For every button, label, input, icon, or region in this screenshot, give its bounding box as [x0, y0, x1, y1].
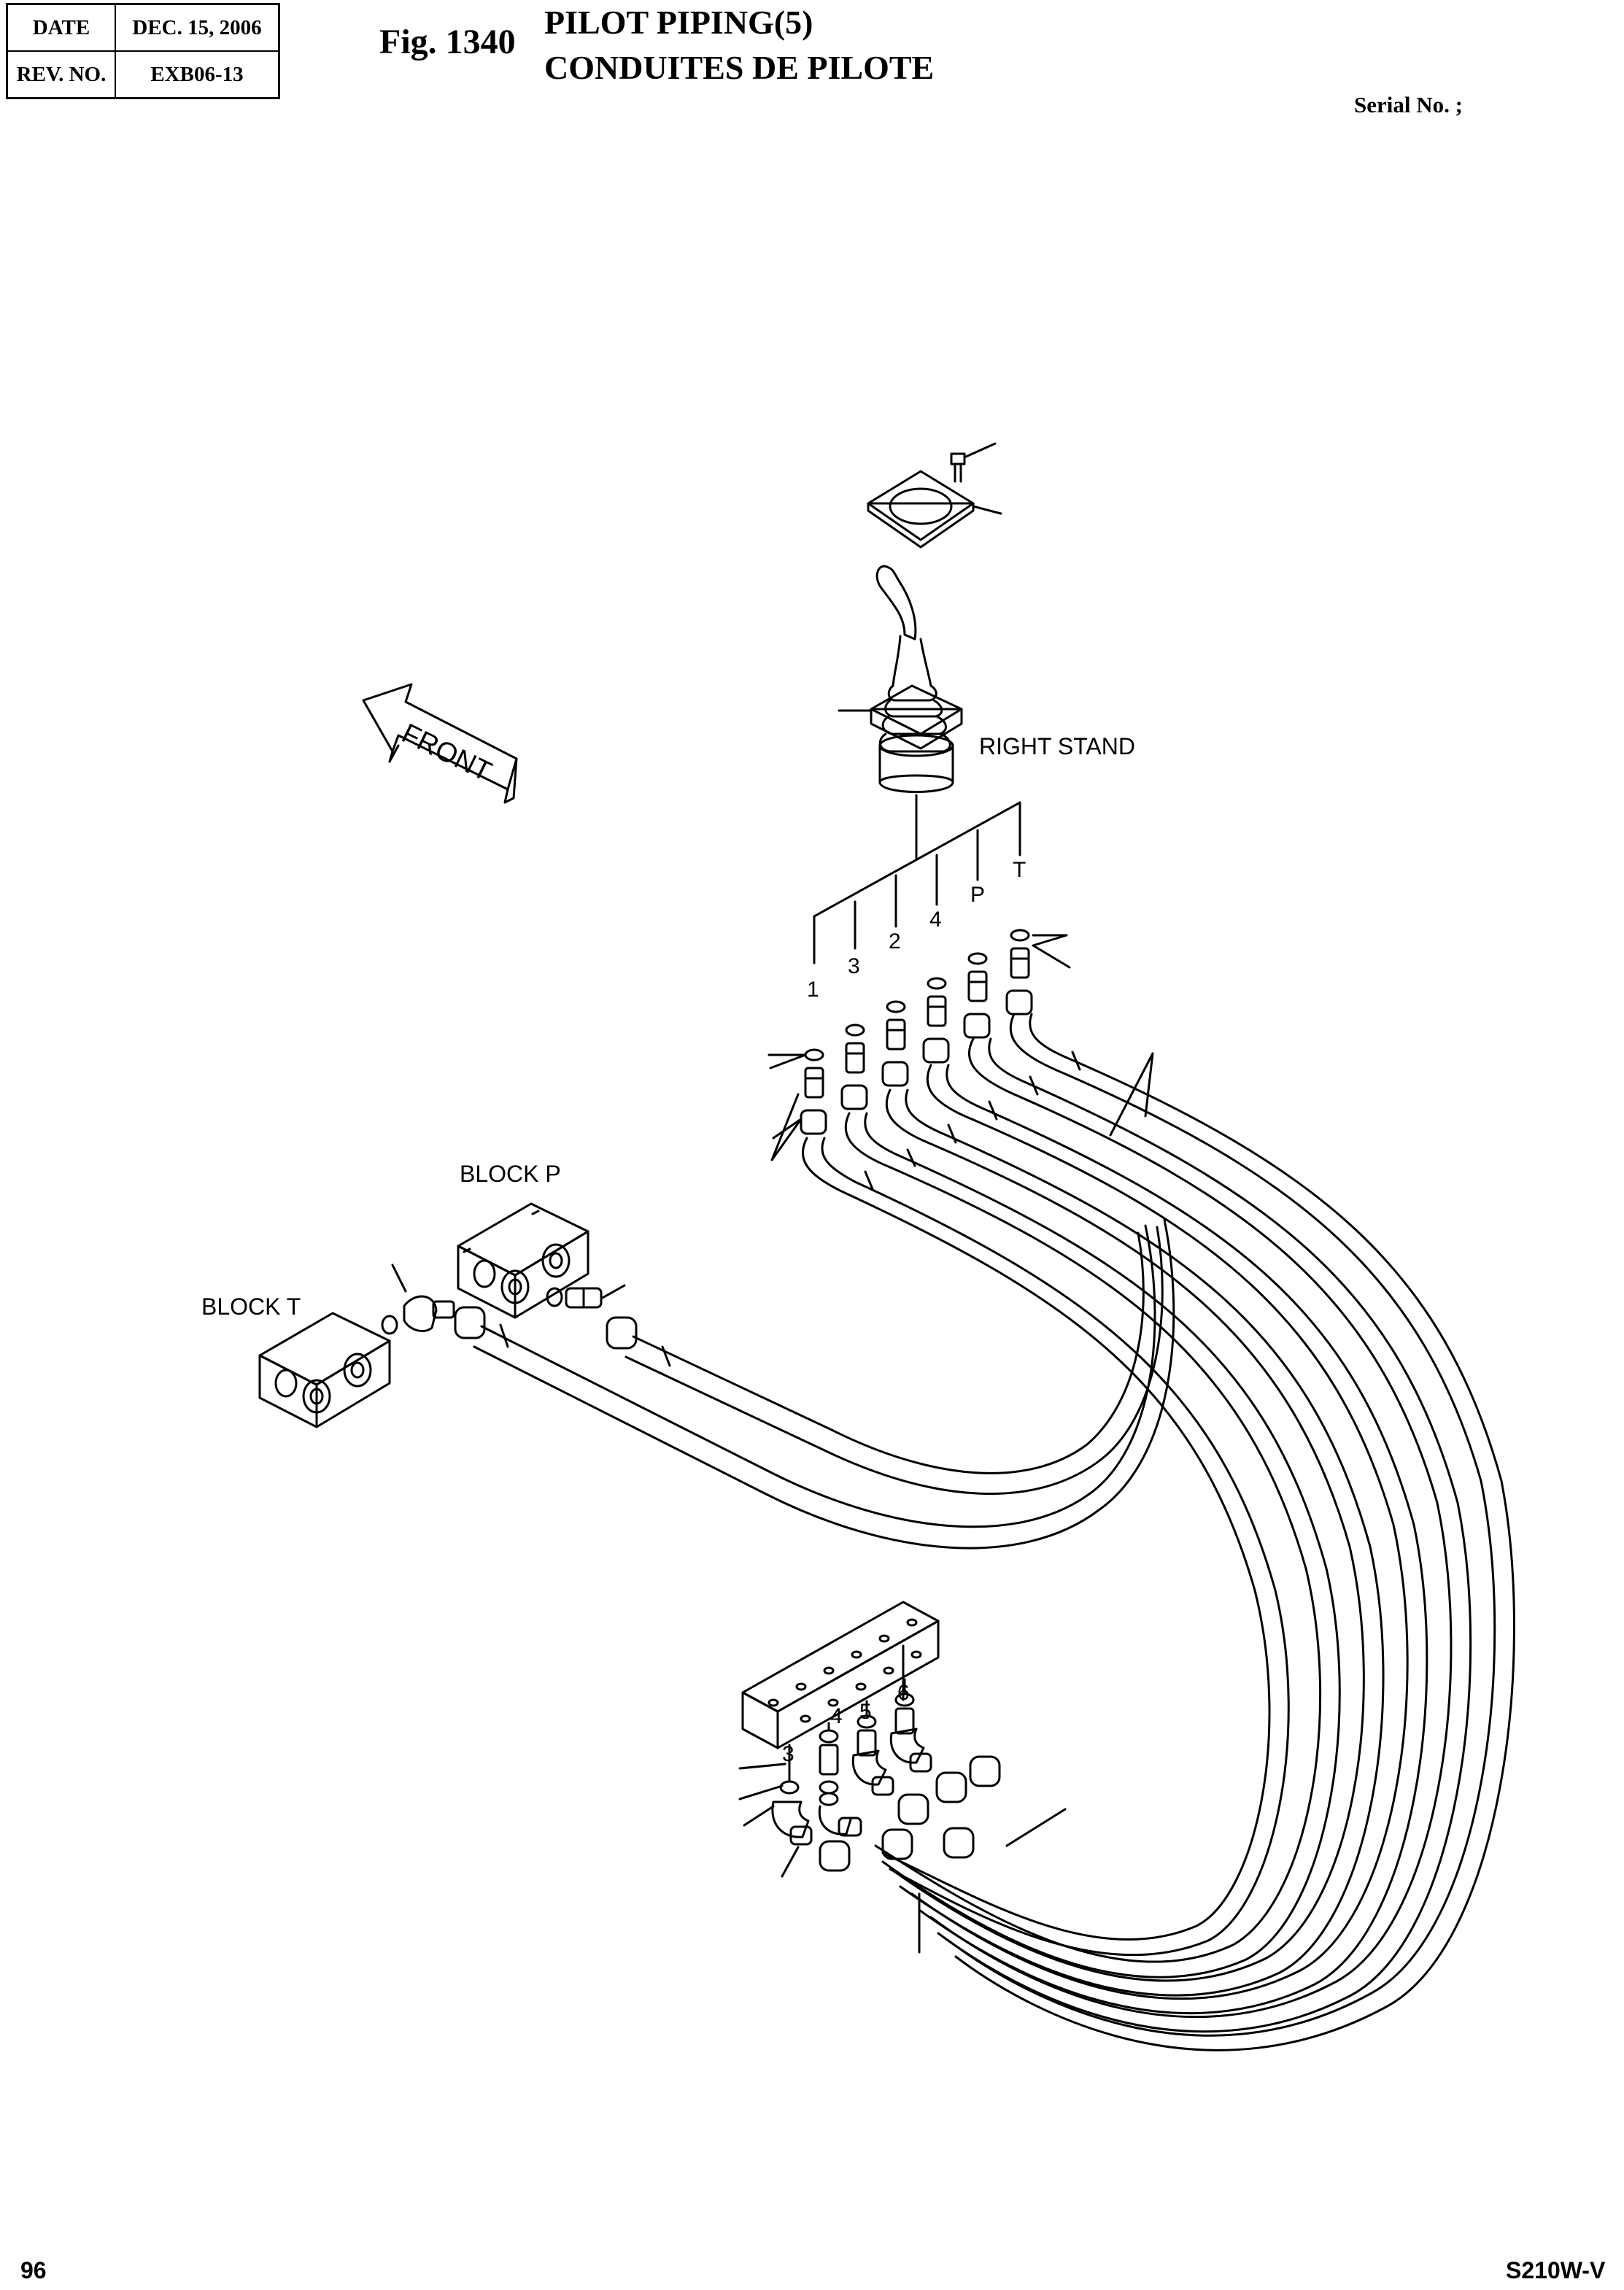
manifold-block: [741, 1601, 940, 1749]
port-leader-lines: [813, 794, 1021, 964]
rev-value: EXB06-13: [115, 50, 280, 99]
manifold-port-label-3: 3: [782, 1742, 794, 1766]
stand-port-label-3: 3: [848, 954, 860, 978]
date-value: DEC. 15, 2006: [115, 3, 280, 52]
front-arrow-label: FRONT: [397, 718, 496, 787]
hose-bundle-lower: [473, 1218, 1175, 1550]
manifold-port-label-4: 4: [830, 1704, 843, 1728]
manifold-fittings: [738, 1678, 1067, 1954]
block-p-label: BLOCK P: [460, 1161, 561, 1187]
stand-fittings: [767, 929, 1071, 1161]
mount-plate: [867, 470, 1002, 549]
joystick-boot: [878, 734, 954, 793]
model-name: S210W-V: [1506, 2257, 1606, 2283]
revision-table: DATE DEC. 15, 2006 REV. NO. EXB06-13: [6, 3, 280, 99]
stand-port-label-2: 2: [889, 929, 901, 953]
block-t-label: BLOCK T: [201, 1293, 301, 1320]
serial-label: Serial No. ;: [1354, 92, 1463, 117]
right-stand-label: RIGHT STAND: [979, 733, 1135, 759]
hose-bundle-upper: [801, 1013, 1515, 2051]
manifold-port-label-6: 6: [897, 1681, 910, 1705]
stand-port-label-4: 4: [929, 908, 942, 932]
stand-port-label-p: P: [970, 883, 985, 907]
front-arrow: FRONT: [362, 683, 518, 804]
mount-bolt: [950, 442, 997, 483]
figure-number: Fig. 1340: [379, 23, 516, 61]
manifold-port-label-5: 5: [859, 1700, 872, 1724]
figure-title-fr: CONDUITES DE PILOTE: [544, 49, 935, 86]
figure-title-en: PILOT PIPING(5): [544, 4, 813, 41]
joystick-flange: [838, 684, 963, 750]
stand-port-label-1: 1: [807, 978, 819, 1002]
diagram-labels: RIGHT STAND BLOCK P BLOCK T 1 3 2 4 P T …: [201, 733, 1135, 1766]
date-label: DATE: [6, 3, 116, 52]
joystick-lever: [875, 565, 951, 753]
block-p: [457, 1202, 589, 1319]
page-number: 96: [20, 2257, 47, 2283]
rev-label: REV. NO.: [6, 50, 116, 99]
block-fittings: [381, 1264, 638, 1350]
stand-port-label-t: T: [1013, 858, 1026, 882]
block-t: [258, 1312, 391, 1428]
hose-leader: [1109, 1052, 1154, 1137]
